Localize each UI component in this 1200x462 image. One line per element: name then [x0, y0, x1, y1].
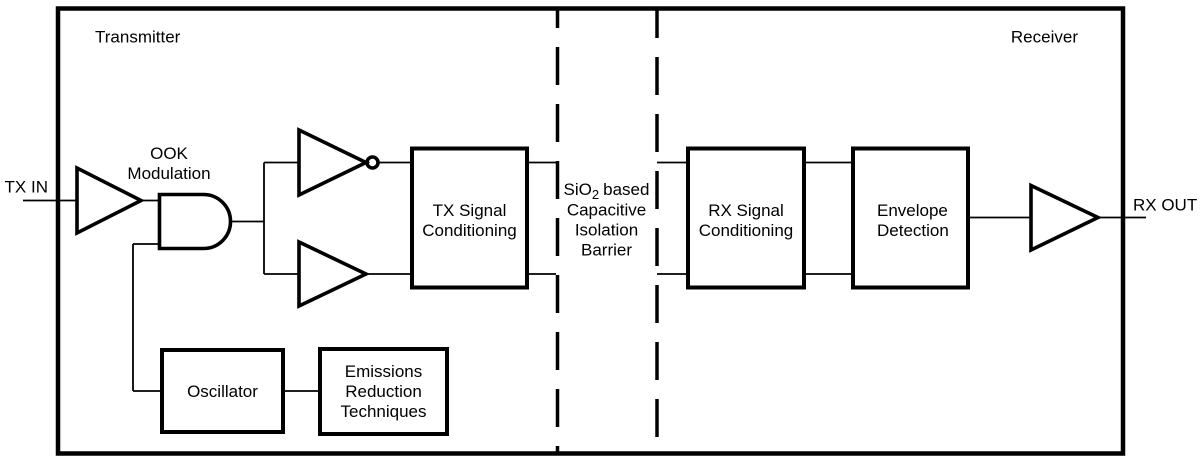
barrier-label-line2: Capacitive	[567, 201, 646, 220]
rx-signal-conditioning-label-line2: Conditioning	[699, 221, 794, 240]
ook-modulation-label-line1: OOK	[150, 144, 188, 163]
output-buffer-icon	[1029, 182, 1103, 253]
rx-signal-conditioning-box	[686, 146, 806, 290]
oscillator-label: Oscillator	[187, 382, 258, 401]
rx-signal-conditioning-label-line1: RX Signal	[708, 201, 784, 220]
barrier-label-line4: Barrier	[581, 241, 632, 260]
tx-in-label: TX IN	[5, 178, 48, 197]
receiver-region-label: Receiver	[1011, 28, 1078, 47]
inverter-icon	[297, 127, 371, 198]
input-buffer-icon	[75, 165, 145, 236]
tx-signal-conditioning-label-line2: Conditioning	[422, 221, 517, 240]
inverter-bubble-icon	[365, 155, 380, 170]
noninverting-buffer-icon	[297, 239, 371, 309]
emissions-reduction-label-line1: Emissions	[345, 362, 422, 381]
barrier-label-line3: Isolation	[575, 221, 638, 240]
chip-boundary-box	[55, 6, 1126, 456]
rx-out-label: RX OUT	[1133, 196, 1197, 215]
transmitter-region-label: Transmitter	[95, 28, 181, 47]
envelope-detection-label-line1: Envelope	[877, 201, 948, 220]
tx-signal-conditioning-box	[410, 146, 529, 290]
envelope-detection-label-line2: Detection	[877, 221, 949, 240]
tx-signal-conditioning-label-line1: TX Signal	[433, 201, 507, 220]
emissions-reduction-label-line2: Reduction	[345, 382, 422, 401]
emissions-reduction-label-line3: Techniques	[340, 402, 426, 421]
emissions-reduction-box	[318, 347, 449, 436]
ook-modulation-label-line2: Modulation	[127, 164, 210, 183]
and-gate-icon	[157, 192, 233, 251]
